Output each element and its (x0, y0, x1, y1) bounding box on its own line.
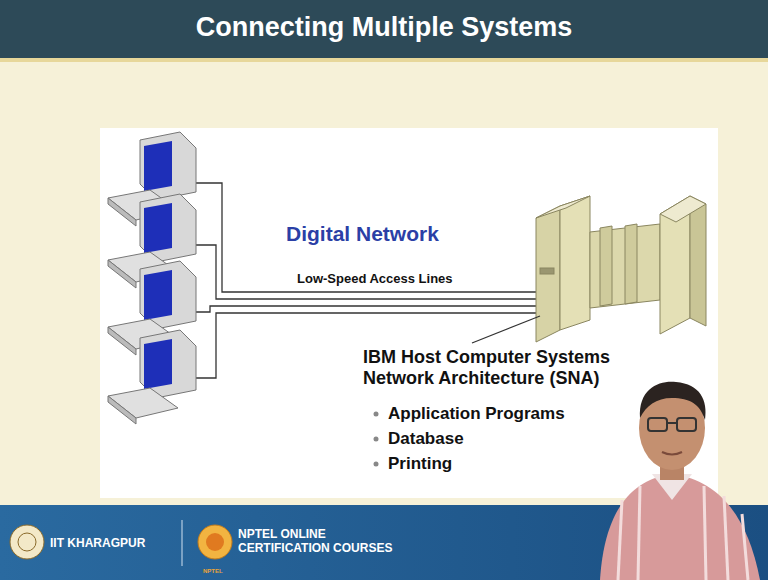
presenter (600, 382, 760, 580)
bullet-dots (374, 412, 379, 467)
slide-title: Connecting Multiple Systems (0, 12, 768, 43)
line-label: Low-Speed Access Lines (295, 271, 455, 286)
bullet-item: Printing (388, 454, 452, 474)
host-label: IBM Host Computer Systems Network Archit… (363, 347, 663, 389)
footer-text: IIT KHARAGPUR (50, 536, 145, 550)
bullet-item: Application Programs (388, 404, 565, 424)
title-bar (0, 0, 768, 58)
bullet-item: Database (388, 429, 464, 449)
footer-divider (182, 520, 183, 566)
network-label: Digital Network (286, 222, 439, 246)
terminals (108, 132, 196, 424)
logo-caption: NPTEL (203, 568, 223, 574)
leader-line (472, 316, 540, 343)
mainframe (536, 196, 706, 342)
access-lines-highlight (218, 294, 536, 301)
footer-text: NPTEL ONLINE CERTIFICATION COURSES (238, 527, 403, 555)
picture-panel (100, 128, 718, 498)
title-rule (0, 58, 768, 62)
nptel-logo (198, 525, 232, 559)
iit-logo (10, 525, 44, 559)
